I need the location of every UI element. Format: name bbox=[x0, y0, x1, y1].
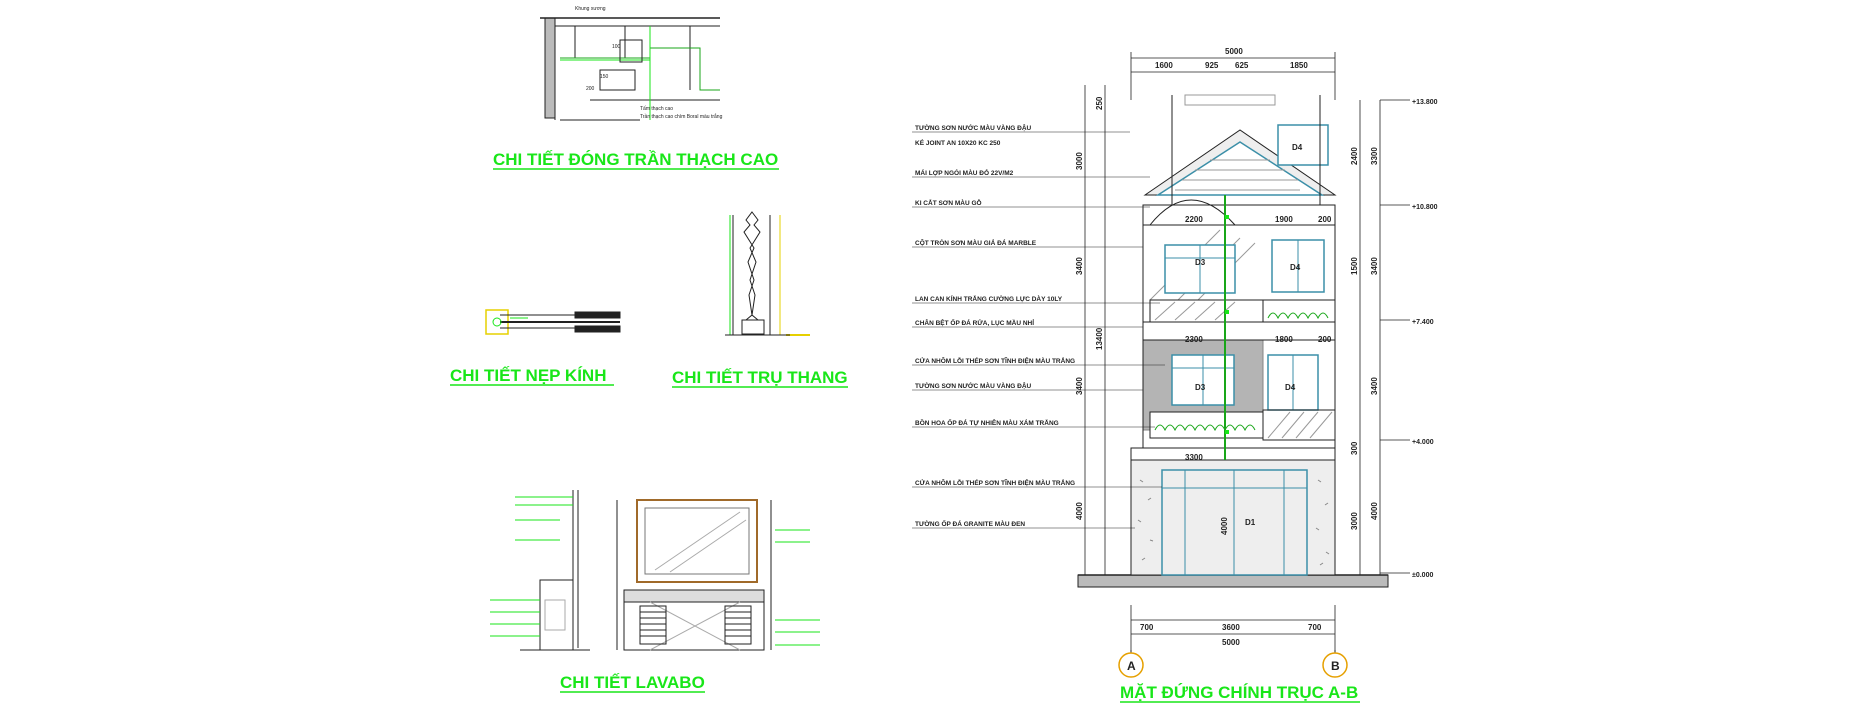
axis-a-bubble bbox=[1118, 652, 1144, 678]
door-tag: D1 bbox=[1245, 518, 1256, 527]
lavabo-title: CHI TIẾT LAVABO bbox=[560, 673, 705, 692]
bottom-dimensions: 700 3600 700 5000 bbox=[1140, 623, 1322, 647]
right-dim: 3400 bbox=[1370, 377, 1379, 395]
glass-trim-title: CHI TIẾT NẸP KÍNH bbox=[450, 366, 606, 385]
right-dim: 3300 bbox=[1370, 147, 1379, 165]
top-dim: 925 bbox=[1205, 61, 1219, 70]
ceiling-note: Trần thạch cao chìm Boral màu trắng bbox=[640, 113, 723, 120]
ceiling-dim: 150 bbox=[600, 74, 609, 80]
floor-dim: 200 bbox=[1318, 215, 1332, 224]
elevation-note: BỒN HOA ỐP ĐÁ TỰ NHIÊN MÀU XÁM TRẮNG bbox=[915, 417, 1059, 427]
lavabo-elevation bbox=[616, 499, 820, 651]
axis-markers: A B bbox=[1118, 650, 1348, 678]
stair-post-detail bbox=[725, 211, 810, 336]
left-dim: 3000 bbox=[1075, 152, 1084, 170]
level-mark: +10.800 bbox=[1412, 204, 1438, 211]
window-tag: D4 bbox=[1290, 263, 1301, 272]
bottom-dim: 700 bbox=[1140, 623, 1154, 632]
bottom-dim: 700 bbox=[1308, 623, 1322, 632]
elevation-note: CHÂN BỆT ỐP ĐÁ RỬA, LỤC MẦU NHỈ bbox=[915, 317, 1034, 327]
floor-dim: 200 bbox=[1318, 335, 1332, 344]
level-mark: +13.800 bbox=[1412, 99, 1438, 106]
left-dim: 250 bbox=[1095, 96, 1104, 110]
top-dim: 5000 bbox=[1225, 47, 1243, 56]
elevation-note: TƯỜNG SƠN NƯỚC MÀU VÀNG ĐẬU bbox=[915, 123, 1032, 132]
left-dim: 3400 bbox=[1075, 257, 1084, 275]
elevation-title: MẶT ĐỨNG CHÍNH TRỤC A-B bbox=[1120, 683, 1358, 702]
axis-label-a: A bbox=[1127, 659, 1136, 673]
lavabo-section bbox=[490, 490, 590, 651]
floor-dim: 2200 bbox=[1185, 215, 1203, 224]
right-dim: 1500 bbox=[1350, 257, 1359, 275]
right-dim: 300 bbox=[1350, 441, 1359, 455]
building-elevation bbox=[1077, 94, 1389, 588]
left-dim: 3400 bbox=[1075, 377, 1084, 395]
right-dimensions: 2400 3300 1500 3400 3400 300 4000 3000 4… bbox=[1220, 147, 1379, 535]
elevation-note: LAN CAN KÍNH TRẮNG CƯỜNG LỰC DÀY 10LY bbox=[915, 294, 1063, 303]
ceiling-detail-title: CHI TIẾT ĐÓNG TRẦN THẠCH CAO bbox=[493, 150, 778, 169]
level-mark: +7.400 bbox=[1412, 319, 1434, 326]
right-dim: 3400 bbox=[1370, 257, 1379, 275]
floor-dimensions: 2200 1900 200 2300 1800 200 3300 bbox=[1185, 215, 1332, 462]
right-dim: 3000 bbox=[1350, 512, 1359, 530]
ceiling-note: Khung xương bbox=[575, 6, 606, 12]
window-tags: D4 D4 D3 D4 D3 D1 bbox=[1195, 143, 1303, 527]
door-dim: 4000 bbox=[1220, 517, 1229, 535]
elevation-note: TƯỜNG SƠN NƯỚC MÀU VÀNG ĐẬU bbox=[915, 381, 1032, 390]
bottom-dim: 3600 bbox=[1222, 623, 1240, 632]
window-tag: D3 bbox=[1195, 383, 1206, 392]
ceiling-dims: 100 150 200 bbox=[586, 44, 621, 92]
top-dim: 1850 bbox=[1290, 61, 1308, 70]
window-tag: D4 bbox=[1292, 143, 1303, 152]
right-dim: 2400 bbox=[1350, 147, 1359, 165]
level-mark: ±0.000 bbox=[1412, 572, 1433, 579]
top-dim: 625 bbox=[1235, 61, 1249, 70]
left-dim: 4000 bbox=[1075, 502, 1084, 520]
floor-dim: 1900 bbox=[1275, 215, 1293, 224]
stair-post-title: CHI TIẾT TRỤ THANG bbox=[672, 368, 848, 387]
left-dimensions: 3000 3400 3400 4000 13400 250 bbox=[1075, 96, 1104, 520]
elevation-note: KÉ JOINT AN 10X20 KC 250 bbox=[915, 138, 1001, 147]
glass-trim-detail bbox=[485, 309, 621, 335]
elevation-note: MÁI LỢP NGÓI MÀU ĐỎ 22V/M2 bbox=[915, 168, 1014, 177]
level-marks: +13.800 +10.800 +7.400 +4.000 ±0.000 bbox=[1412, 99, 1438, 579]
axis-label-b: B bbox=[1331, 659, 1340, 673]
ceiling-detail bbox=[540, 17, 720, 121]
elevation-note: CỘT TRÒN SƠN MÀU GIẢ ĐÁ MARBLE bbox=[915, 238, 1037, 247]
top-dim: 1600 bbox=[1155, 61, 1173, 70]
elevation-note: CỬA NHÔM LỖI THÉP SƠN TĨNH ĐIỆN MÀU TRẮN… bbox=[915, 478, 1075, 487]
elevation-notes: TƯỜNG SƠN NƯỚC MÀU VÀNG ĐẬU KÉ JOINT AN … bbox=[912, 123, 1165, 529]
left-dim-total: 13400 bbox=[1095, 327, 1104, 350]
ceiling-notes: Khung xương Tấm thạch cao Trần thạch cao… bbox=[575, 6, 723, 120]
elevation-note: CỬA NHÔM LỖI THÉP SƠN TĨNH ĐIỆN MÀU TRẮN… bbox=[915, 356, 1075, 365]
ceiling-note: Tấm thạch cao bbox=[640, 106, 673, 112]
level-mark: +4.000 bbox=[1412, 439, 1434, 446]
top-dimensions: 5000 1600 925 625 1850 bbox=[1155, 47, 1308, 70]
axis-b-bubble bbox=[1322, 652, 1348, 678]
floor-dim: 1800 bbox=[1275, 335, 1293, 344]
elevation-dimension-lines bbox=[1084, 52, 1410, 665]
elevation-note: KI CẮT SƠN MÀU GỖ bbox=[915, 198, 982, 207]
ceiling-dim: 100 bbox=[612, 44, 621, 50]
floor-dim: 2300 bbox=[1185, 335, 1203, 344]
right-dim: 4000 bbox=[1370, 502, 1379, 520]
window-tag: D3 bbox=[1195, 258, 1206, 267]
ceiling-dim: 200 bbox=[586, 86, 595, 92]
window-tag: D4 bbox=[1285, 383, 1296, 392]
bottom-dim: 5000 bbox=[1222, 638, 1240, 647]
elevation-note: TƯỜNG ỐP ĐÁ GRANITE MÀU ĐEN bbox=[915, 518, 1025, 528]
floor-dim: 3300 bbox=[1185, 453, 1203, 462]
